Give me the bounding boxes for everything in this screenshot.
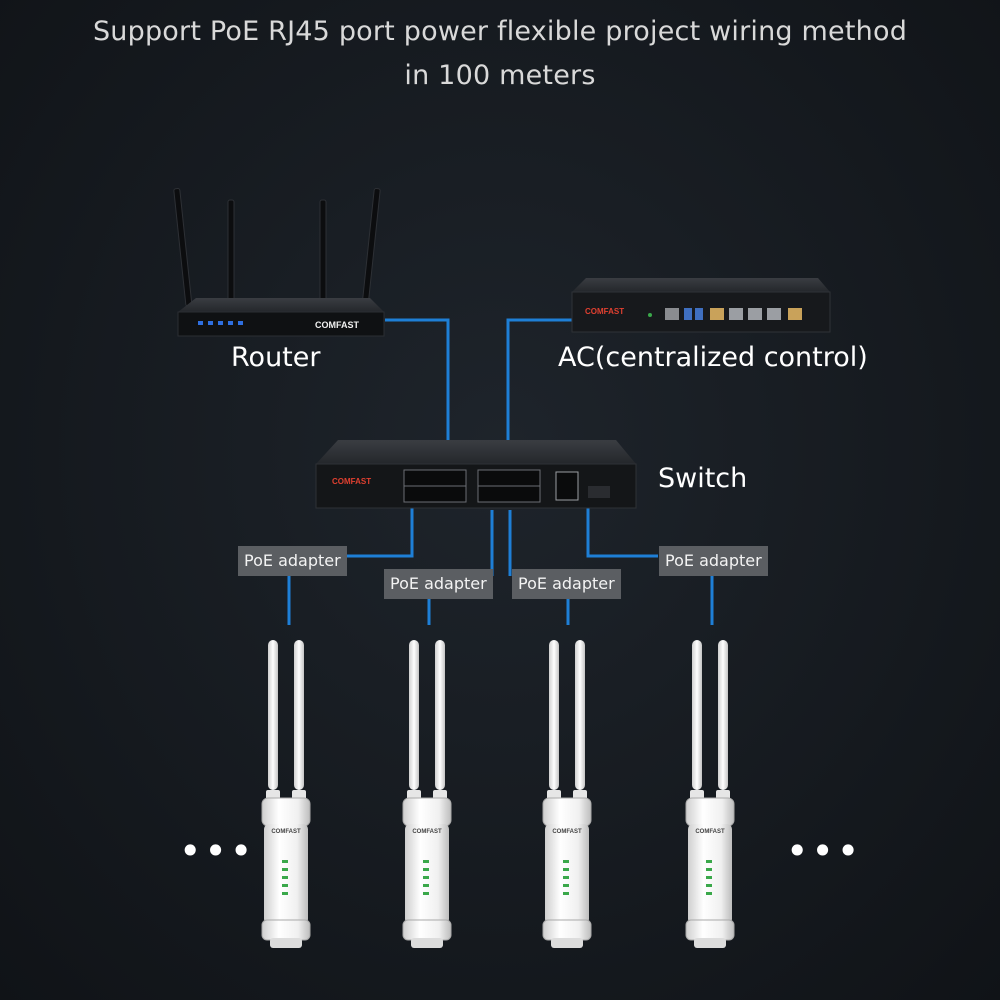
router-brand: COMFAST bbox=[315, 320, 360, 330]
ap-brand-4: COMFAST bbox=[695, 829, 725, 835]
switch-label: Switch bbox=[658, 463, 748, 494]
ac-controller-icon: COMFAST bbox=[571, 278, 831, 333]
poe-switch-icon: COMFAST bbox=[315, 440, 637, 509]
cable-router-switch bbox=[385, 318, 450, 440]
access-point-4 bbox=[685, 639, 735, 949]
router-label: Router bbox=[231, 342, 321, 373]
access-point-3 bbox=[542, 639, 592, 949]
cable-lines bbox=[287, 318, 714, 625]
cable-ac-switch bbox=[506, 318, 572, 440]
router-icon: COMFAST bbox=[173, 188, 385, 337]
ellipsis-left: ••• bbox=[179, 829, 256, 873]
ap-brand-2: COMFAST bbox=[412, 829, 442, 835]
ellipsis-right: ••• bbox=[786, 829, 863, 873]
poe-adapter-1: PoE adapter bbox=[238, 546, 347, 576]
poe-adapter-4: PoE adapter bbox=[659, 546, 768, 576]
cable-switch-adapter-1 bbox=[340, 500, 414, 558]
ap-brand-3: COMFAST bbox=[552, 829, 582, 835]
ac-brand: COMFAST bbox=[585, 307, 624, 316]
poe-adapter-3: PoE adapter bbox=[512, 569, 621, 599]
headline-line-1: Support PoE RJ45 port power flexible pro… bbox=[92, 16, 908, 47]
cable-switch-adapter-4 bbox=[586, 500, 658, 558]
access-point-2 bbox=[402, 639, 452, 949]
switch-brand: COMFAST bbox=[332, 477, 371, 486]
ap-brand-1: COMFAST bbox=[271, 829, 301, 835]
headline-line-2: in 100 meters bbox=[404, 60, 596, 91]
access-point-1 bbox=[261, 639, 311, 949]
poe-adapter-2: PoE adapter bbox=[384, 569, 493, 599]
ac-label: AC(centralized control) bbox=[558, 342, 868, 373]
